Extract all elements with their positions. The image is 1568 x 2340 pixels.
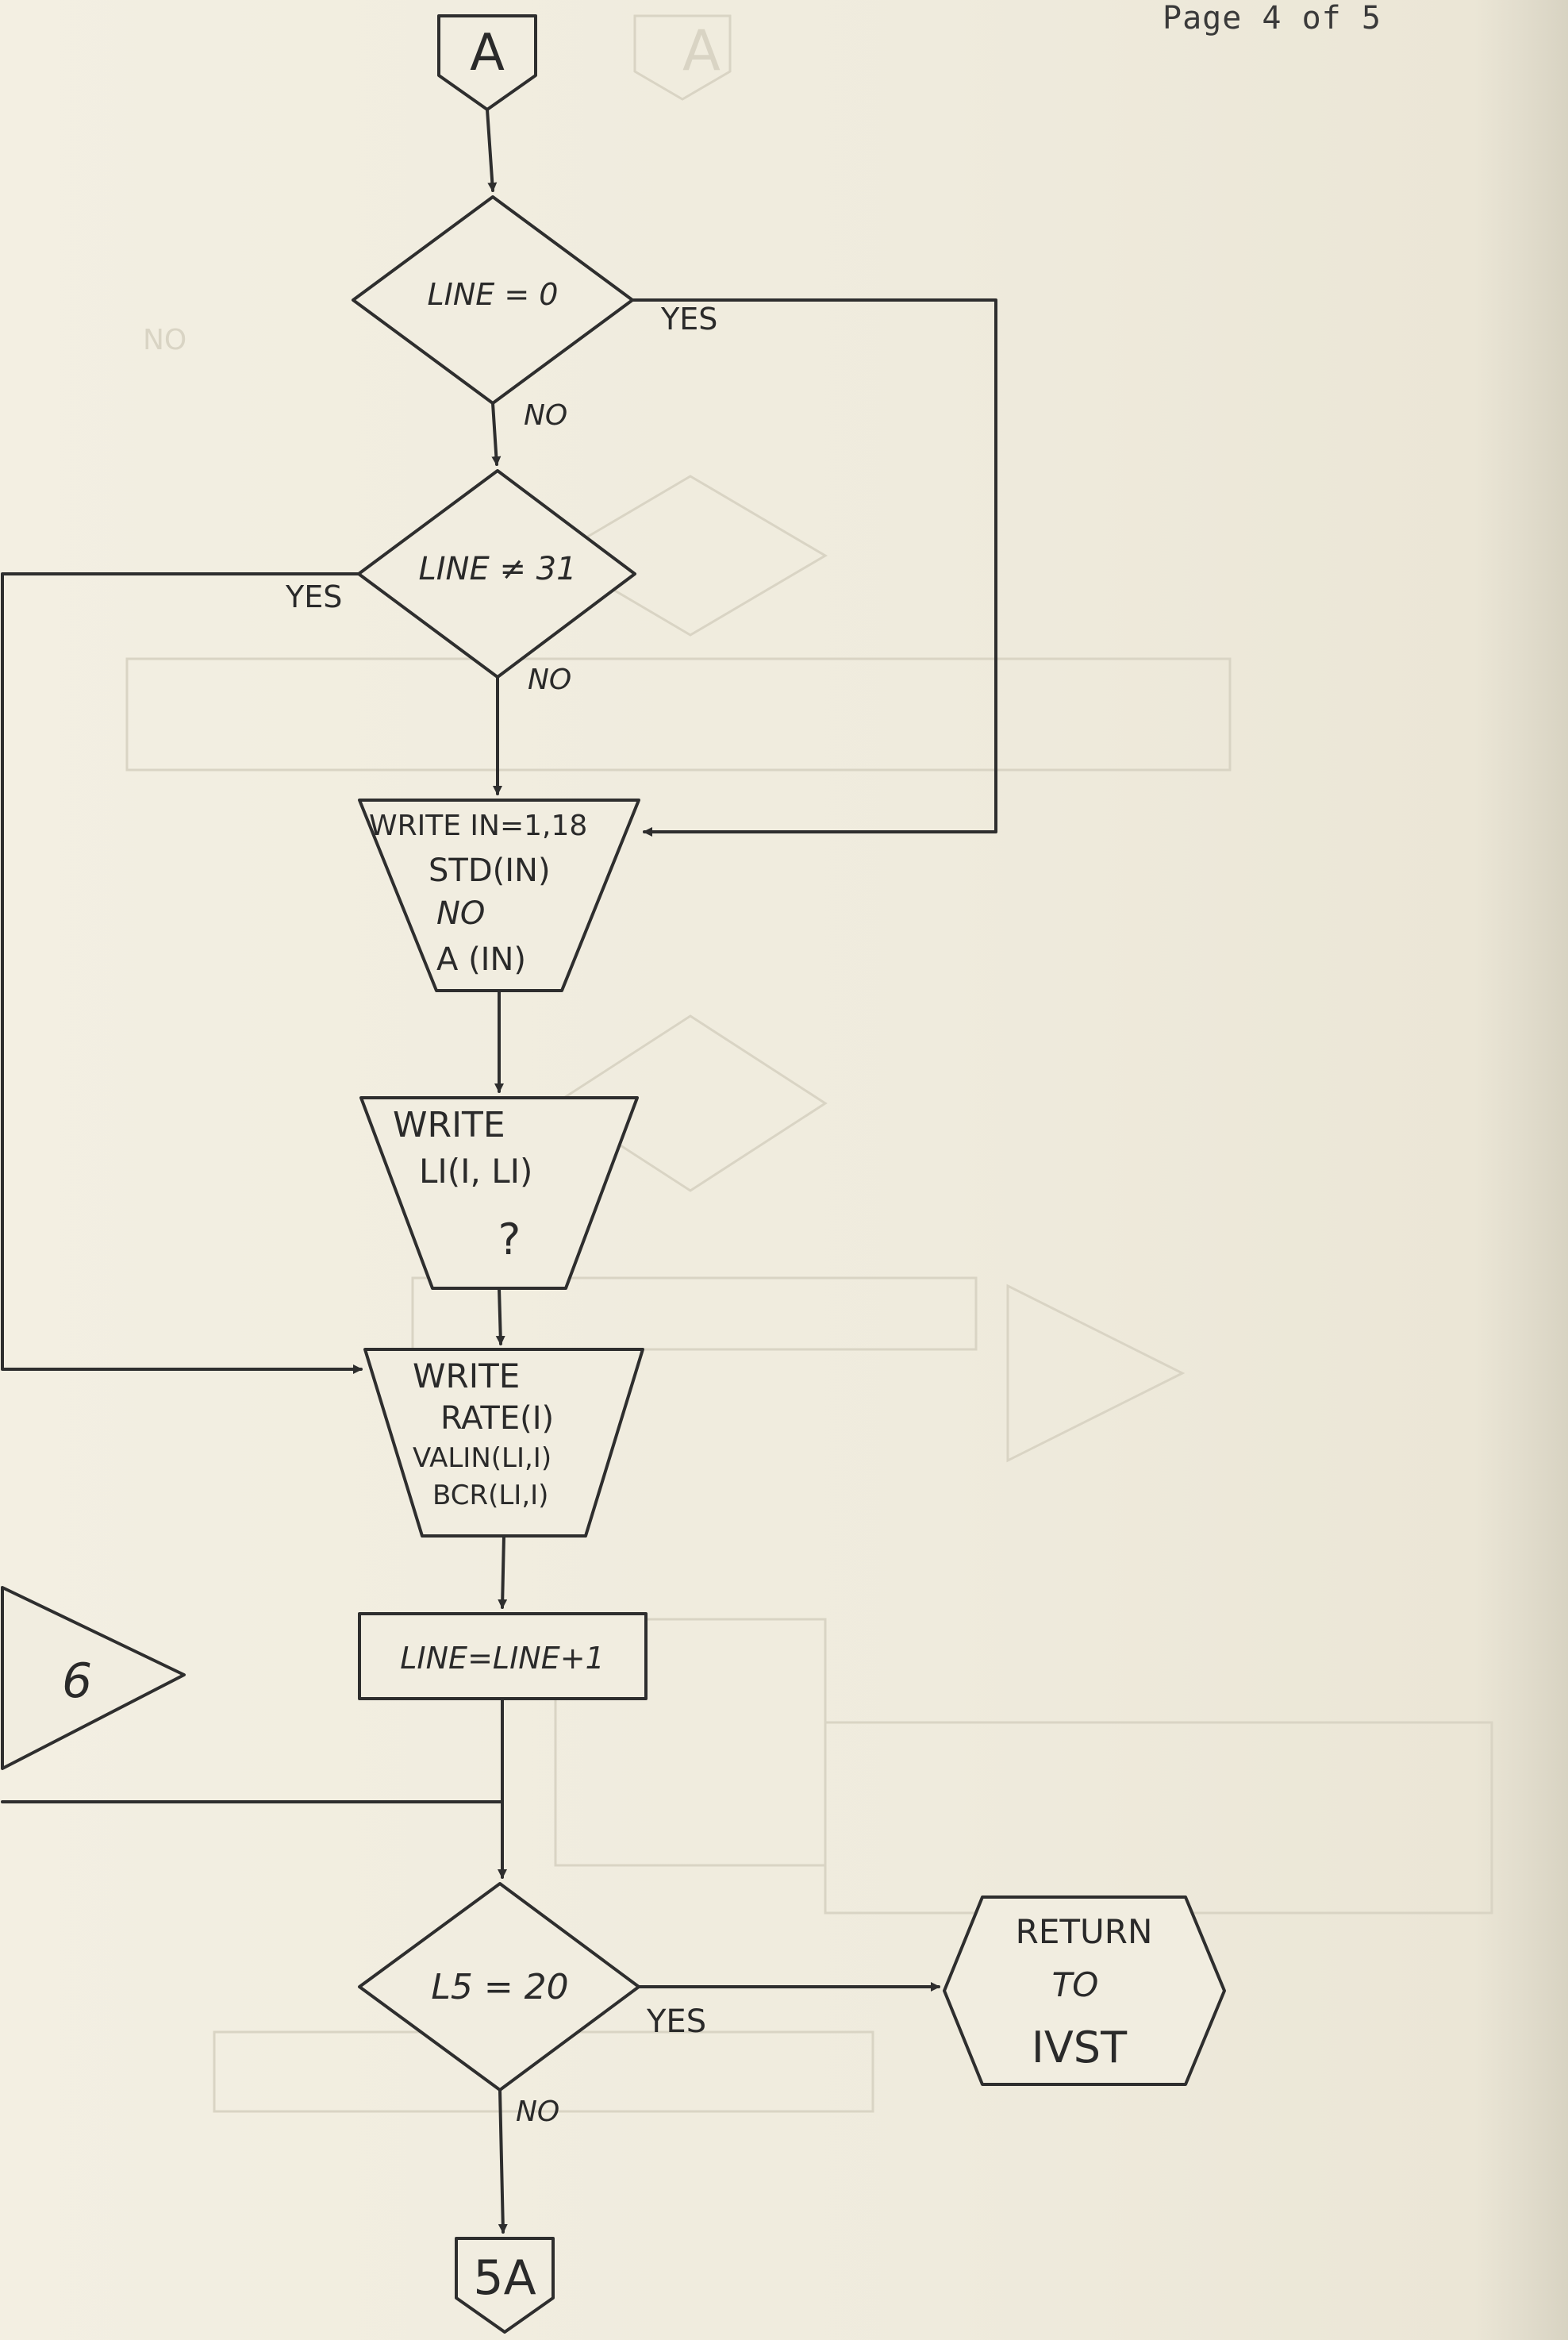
connector-6-node: 6 bbox=[1, 1586, 186, 1770]
write-li-line-1: WRITE bbox=[393, 1105, 505, 1145]
write-rate-line-1: WRITE bbox=[413, 1357, 520, 1395]
edge-label-l5-no: NO bbox=[516, 2096, 559, 2128]
write-std-line-4: A (IN) bbox=[436, 941, 526, 978]
connector-a-label: A bbox=[470, 24, 505, 83]
edge-label-line-zero-no: NO bbox=[524, 399, 567, 432]
connector-5a-node: 5A bbox=[455, 2237, 555, 2334]
connector-a-node: A bbox=[437, 14, 537, 111]
decision-l5-node: L5 = 20 bbox=[358, 1882, 640, 2092]
increment-line-node: LINE=LINE+1 bbox=[358, 1612, 648, 1700]
decision-line-not-31-label: LINE ≠ 31 bbox=[418, 551, 576, 587]
increment-line-label: LINE=LINE+1 bbox=[400, 1641, 604, 1676]
bleed-through-marks: A NO bbox=[125, 14, 1493, 2113]
write-rate-node: WRITE RATE(I) VALIN(LI,I) BCR(LI,I) bbox=[363, 1348, 644, 1538]
flow-edges bbox=[1, 108, 997, 2234]
page-number: Page 4 of 5 bbox=[1163, 0, 1382, 37]
connector-6-label: 6 bbox=[62, 1653, 92, 1709]
edge-label-line-31-yes: YES bbox=[285, 579, 342, 614]
svg-text:NO: NO bbox=[143, 324, 186, 356]
decision-line-zero-node: LINE = 0 bbox=[352, 195, 634, 405]
write-li-line-3: ? bbox=[498, 1214, 521, 1264]
write-std-line-3: NO bbox=[436, 895, 485, 932]
write-rate-line-4: BCR(LI,I) bbox=[432, 1480, 548, 1511]
write-li-line-2: LI(I, LI) bbox=[419, 1152, 532, 1191]
write-std-node: WRITE IN=1,18 STD(IN) NO A (IN) bbox=[358, 799, 640, 992]
write-li-node: WRITE LI(I, LI) ? bbox=[359, 1096, 639, 1290]
edge-label-l5-yes: YES bbox=[646, 2003, 706, 2040]
terminal-return-line-1: RETURN bbox=[1016, 1912, 1153, 1951]
decision-line-not-31-node: LINE ≠ 31 bbox=[357, 469, 636, 679]
terminal-return-line-3: IVST bbox=[1032, 2022, 1128, 2073]
connector-5a-label: 5A bbox=[473, 2250, 536, 2306]
edge-label-line-31-no: NO bbox=[528, 664, 571, 696]
write-std-line-1: WRITE IN=1,18 bbox=[369, 810, 587, 842]
svg-text:A: A bbox=[682, 18, 721, 83]
write-std-line-2: STD(IN) bbox=[429, 852, 551, 889]
terminal-return-node: RETURN TO IVST bbox=[943, 1895, 1226, 2086]
decision-line-zero-label: LINE = 0 bbox=[428, 277, 559, 312]
write-rate-line-2: RATE(I) bbox=[440, 1400, 554, 1437]
terminal-return-line-2: TO bbox=[1052, 1965, 1099, 2004]
write-rate-line-3: VALIN(LI,I) bbox=[413, 1442, 551, 1474]
edge-label-line-zero-yes: YES bbox=[660, 302, 717, 337]
decision-l5-label: L5 = 20 bbox=[431, 1967, 568, 2007]
